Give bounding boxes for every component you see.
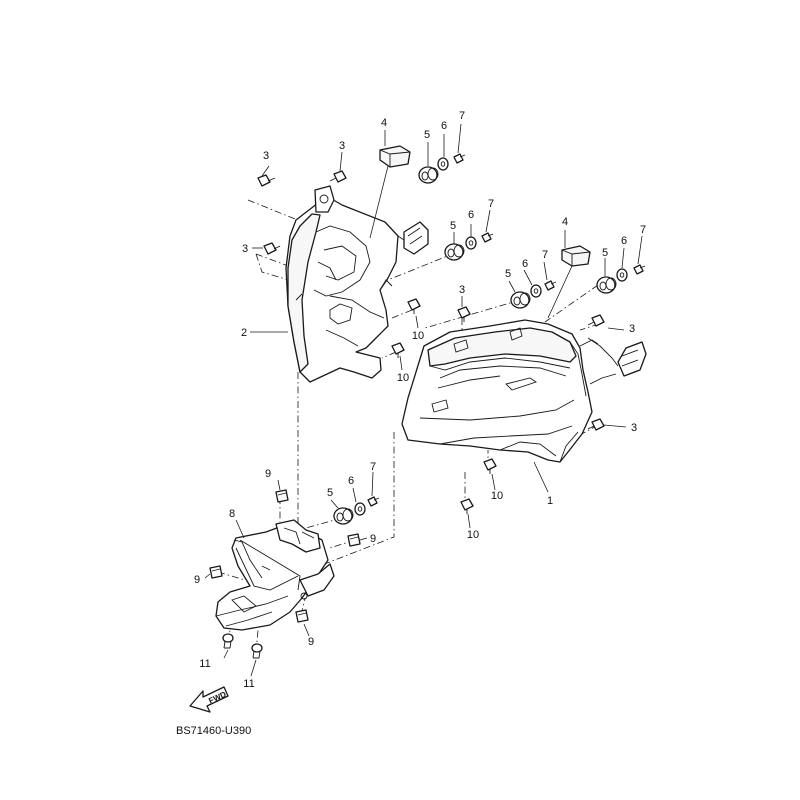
callout-4: 4 <box>562 216 568 228</box>
callout-5: 5 <box>505 268 511 280</box>
callout-7: 7 <box>370 461 376 473</box>
grommet-5e <box>333 507 354 525</box>
screw-10b <box>391 342 405 358</box>
callout-6: 6 <box>468 209 474 221</box>
callout-10: 10 <box>467 529 479 541</box>
bolt-11b <box>251 643 263 659</box>
callout-3: 3 <box>339 140 345 152</box>
callout-5: 5 <box>327 487 333 499</box>
screw-10a <box>407 298 421 314</box>
callout-10: 10 <box>412 330 424 342</box>
nut-9a <box>275 489 289 503</box>
callout-9: 9 <box>308 636 314 648</box>
callout-10: 10 <box>397 372 409 384</box>
grommet-5d <box>596 276 617 294</box>
fwd-label: FWD <box>207 690 228 706</box>
callout-7: 7 <box>459 110 465 122</box>
washer-6c <box>530 284 542 298</box>
callout-6: 6 <box>522 258 528 270</box>
bolt-7e <box>367 496 380 507</box>
headlight-stay-bracket-part-2 <box>285 185 429 383</box>
washer-6d <box>616 268 628 282</box>
callout-11: 11 <box>199 658 210 670</box>
fwd-arrow-icon: FWD <box>189 686 229 713</box>
screw-3a <box>257 174 276 187</box>
grommet-5b <box>444 243 465 261</box>
callout-1: 1 <box>547 495 553 507</box>
screw-3f <box>587 418 605 431</box>
nut-9c <box>209 565 223 579</box>
callout-5: 5 <box>450 220 456 232</box>
callout-9: 9 <box>194 574 200 586</box>
grommet-5a <box>418 166 439 184</box>
screw-3b <box>329 170 347 183</box>
callout-7: 7 <box>542 249 548 261</box>
bolt-7a <box>453 153 466 164</box>
callout-3: 3 <box>631 422 637 434</box>
callout-3: 3 <box>629 323 635 335</box>
bolt-7b <box>481 232 494 243</box>
grommet-5c <box>510 291 531 309</box>
callout-7: 7 <box>488 198 494 210</box>
callout-4: 4 <box>381 117 387 129</box>
callout-6: 6 <box>621 235 627 247</box>
callout-8: 8 <box>229 508 235 520</box>
callout-9: 9 <box>265 468 271 480</box>
bolt-7c <box>544 280 557 291</box>
callout-3: 3 <box>459 284 465 296</box>
screw-10c <box>483 458 497 474</box>
pad-4a <box>379 145 411 168</box>
bolt-7d <box>633 264 646 275</box>
leader-lines <box>204 123 643 677</box>
callout-9: 9 <box>370 533 376 545</box>
nut-9d <box>295 609 309 623</box>
screw-3d <box>457 306 471 322</box>
screw-10d <box>460 498 474 514</box>
washer-6e <box>354 502 366 516</box>
callout-2: 2 <box>241 327 247 339</box>
pad-4b <box>561 245 591 267</box>
screw-3c <box>263 242 281 255</box>
screw-3e <box>587 314 605 327</box>
callout-10: 10 <box>491 490 503 502</box>
washer-6b <box>465 236 477 250</box>
callout-5: 5 <box>602 247 608 259</box>
bolt-11a <box>222 633 234 649</box>
callout-11: 11 <box>243 678 254 690</box>
callout-6: 6 <box>441 120 447 132</box>
lower-bracket-part-8 <box>215 519 335 631</box>
reference-code: BS71460-U390 <box>176 725 251 737</box>
washer-6a <box>437 157 449 171</box>
callout-7: 7 <box>640 224 646 236</box>
headlight-assembly-part-1 <box>401 319 647 463</box>
callout-6: 6 <box>348 475 354 487</box>
callout-3: 3 <box>263 150 269 162</box>
hardware <box>209 145 646 659</box>
callout-5: 5 <box>424 129 430 141</box>
callout-3: 3 <box>242 243 248 255</box>
callouts: 4 5 6 7 3 3 3 5 6 7 4 5 6 7 5 6 7 3 3 3 … <box>194 110 646 690</box>
nut-9b <box>347 533 361 547</box>
